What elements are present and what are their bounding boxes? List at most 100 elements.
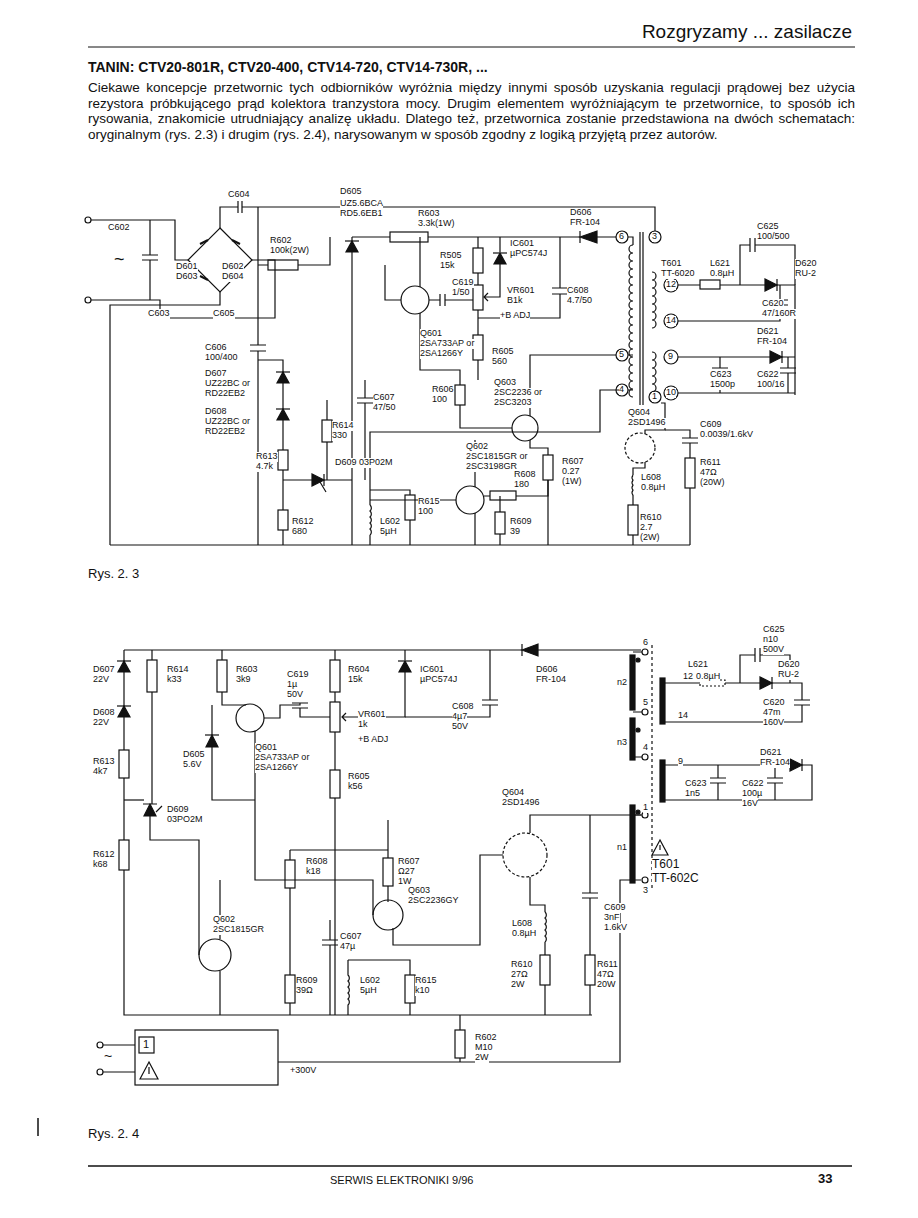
part-label: 180 bbox=[514, 480, 529, 490]
part-label: R613 bbox=[256, 452, 278, 462]
part-label: 2SC3203 bbox=[494, 398, 532, 408]
running-head: Rozgryzamy ... zasilacze bbox=[642, 22, 852, 43]
intro-paragraph: Ciekawe koncepcje przetwornic tych odbio… bbox=[88, 80, 855, 142]
part-label: 2SC3198GR bbox=[466, 462, 517, 472]
part-label: R603 bbox=[236, 665, 258, 675]
part-label: 0.8µH bbox=[710, 269, 734, 279]
part-label: 14 bbox=[666, 316, 676, 326]
part-label: 10 bbox=[666, 388, 676, 398]
part-label: C623 bbox=[710, 370, 732, 380]
part-label: k56 bbox=[348, 782, 363, 792]
part-label: VR601 bbox=[507, 286, 535, 296]
part-label: 5µH bbox=[360, 986, 377, 996]
part-label: R605 bbox=[492, 347, 514, 357]
part-label: D607 bbox=[93, 665, 115, 675]
part-label: 03PO2M bbox=[167, 815, 203, 825]
part-label: k10 bbox=[415, 986, 430, 996]
part-label: 47/160R bbox=[762, 309, 796, 319]
part-label: 3 bbox=[652, 232, 657, 242]
part-label: 9 bbox=[678, 757, 683, 767]
part-label: D620 bbox=[778, 660, 800, 670]
part-label: 100/400 bbox=[205, 353, 238, 363]
part-label: R610 bbox=[640, 513, 662, 523]
figure-caption: Rys. 2. 4 bbox=[88, 1127, 139, 1141]
part-label: R608 bbox=[306, 857, 328, 867]
part-label: D605 bbox=[183, 750, 205, 760]
part-label: 12 bbox=[666, 280, 676, 290]
part-label: R612 bbox=[93, 850, 115, 860]
part-label: Q604 bbox=[628, 408, 650, 418]
part-label: R604 bbox=[348, 665, 370, 675]
part-label: 2SD1496 bbox=[502, 798, 540, 808]
part-label: C620 bbox=[762, 299, 784, 309]
part-label: R615 bbox=[415, 976, 437, 986]
part-label: C619 bbox=[452, 278, 474, 288]
part-label: 4µ7 bbox=[452, 712, 467, 722]
page-title: TANIN: CTV20-801R, CTV20-400, CTV14-720,… bbox=[88, 60, 488, 75]
part-label: 2W bbox=[511, 980, 525, 990]
part-label: 50V bbox=[287, 690, 303, 700]
part-label: 0.27 bbox=[562, 467, 580, 477]
part-label: RD22EB2 bbox=[205, 389, 245, 399]
part-label: 560 bbox=[492, 357, 507, 367]
part-label: 100k(2W) bbox=[270, 246, 309, 256]
part-label: Q602 bbox=[466, 442, 488, 452]
part-label: 2.7 bbox=[640, 523, 653, 533]
part-label: 15k bbox=[348, 675, 363, 685]
part-label: 4 bbox=[643, 743, 648, 753]
part-label: 100 bbox=[418, 507, 433, 517]
part-label: 27Ω bbox=[511, 970, 528, 980]
part-label: R602 bbox=[270, 236, 292, 246]
part-label: 1k bbox=[358, 720, 368, 730]
part-label: 0.8µH bbox=[641, 483, 665, 493]
part-label: R505 bbox=[440, 251, 462, 261]
part-label: 1/50 bbox=[452, 288, 470, 298]
part-label: 100 bbox=[432, 395, 447, 405]
part-label: 47Ω bbox=[700, 468, 717, 478]
part-label: UZ22BC or bbox=[205, 379, 250, 389]
ac-symbol: ~ bbox=[114, 250, 125, 270]
part-label: 6 bbox=[619, 232, 624, 242]
part-label: D601 bbox=[176, 262, 198, 272]
part-label: C622 bbox=[742, 779, 764, 789]
part-label: 5 bbox=[643, 698, 648, 708]
part-label: (2W) bbox=[640, 533, 660, 543]
part-label: Q604 bbox=[502, 788, 524, 798]
part-label: C609 bbox=[700, 420, 722, 430]
part-label: 2SC2236GY bbox=[408, 896, 459, 906]
part-label: 2SC1815GR or bbox=[466, 452, 528, 462]
part-label: 100µ bbox=[742, 789, 762, 799]
part-label: C608 bbox=[452, 702, 474, 712]
part-label: FR-104 bbox=[757, 337, 787, 347]
part-label: 16V bbox=[742, 799, 758, 809]
part-label: Q603 bbox=[494, 378, 516, 388]
part-label: 0.8µH bbox=[696, 672, 720, 682]
part-label: 2SC1815GR bbox=[213, 925, 264, 935]
part-label: 20W bbox=[597, 980, 616, 990]
part-label: 47µ bbox=[340, 942, 355, 952]
part-label: 1500p bbox=[710, 380, 735, 390]
part-label: R609 bbox=[296, 976, 318, 986]
part-label: 100/16 bbox=[757, 380, 785, 390]
part-label: B1k bbox=[507, 296, 523, 306]
part-label: 100/500 bbox=[757, 232, 790, 242]
figure-caption: Rys. 2. 3 bbox=[88, 567, 139, 581]
part-label: C622 bbox=[757, 370, 779, 380]
part-label: 2W bbox=[475, 1053, 489, 1063]
part-label: n2 bbox=[617, 678, 627, 688]
part-label: R608 bbox=[514, 470, 536, 480]
part-label: D607 bbox=[205, 369, 227, 379]
part-label: D608 bbox=[205, 407, 227, 417]
part-label: 680 bbox=[292, 527, 307, 537]
part-label: C606 bbox=[205, 343, 227, 353]
part-label: 1 bbox=[143, 1038, 149, 1050]
part-label: 14 bbox=[678, 711, 688, 721]
part-label: R614 bbox=[332, 421, 354, 431]
part-label: (20W) bbox=[700, 478, 725, 488]
part-label: +B ADJ bbox=[500, 311, 530, 321]
part-label: D604 bbox=[222, 272, 244, 282]
part-label: k68 bbox=[93, 860, 108, 870]
part-label: R606 bbox=[432, 385, 454, 395]
part-label: C608 bbox=[567, 286, 589, 296]
